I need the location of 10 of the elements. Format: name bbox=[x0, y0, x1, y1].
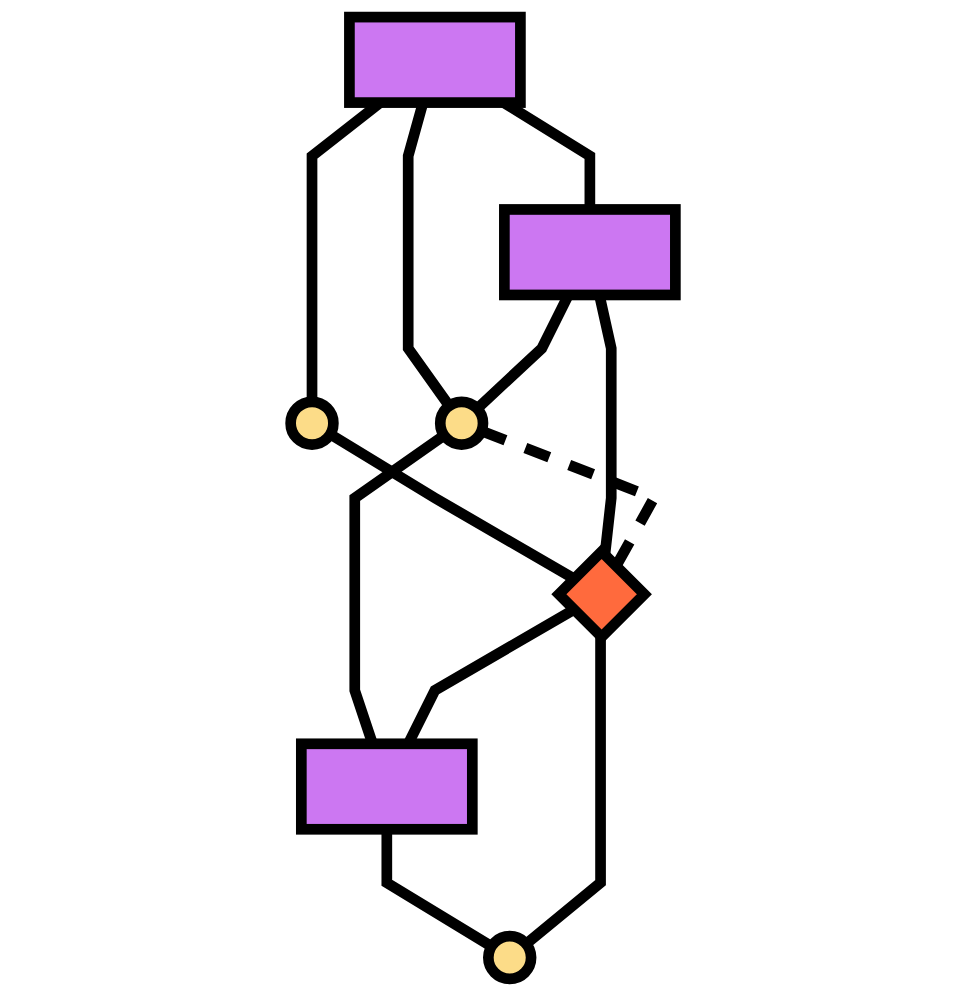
node-diamond bbox=[551, 543, 652, 645]
node-box bbox=[344, 11, 526, 108]
connector bbox=[327, 429, 577, 584]
node-circle bbox=[483, 930, 537, 985]
node-box bbox=[499, 204, 681, 301]
node-box bbox=[296, 738, 478, 835]
connector bbox=[522, 636, 606, 949]
node-circle bbox=[434, 396, 489, 450]
node-circle bbox=[285, 396, 339, 450]
connector bbox=[479, 425, 662, 570]
